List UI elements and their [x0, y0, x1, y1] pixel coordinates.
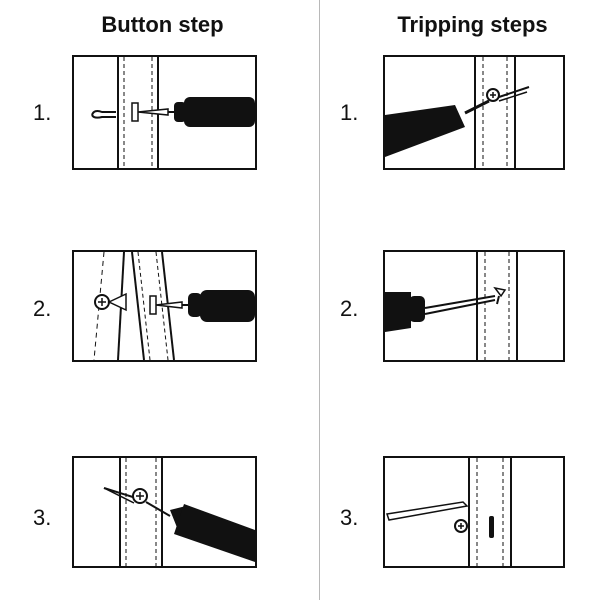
button-step-3-panel [72, 456, 257, 568]
screwdriver-icon [385, 292, 496, 332]
step-number-right-2: 2. [340, 296, 359, 321]
placket-strip [474, 57, 516, 168]
screwdriver-icon [182, 290, 255, 322]
buttonhole [489, 516, 494, 538]
screwdriver-icon [385, 99, 490, 157]
pin-icon [149, 295, 183, 315]
tripping-step-2-panel [383, 250, 565, 362]
step-number-right-3: 3. [340, 505, 359, 530]
column-divider [319, 0, 320, 600]
button-icon [94, 292, 127, 312]
placket-strip [476, 252, 518, 360]
pin-icon [386, 501, 469, 521]
button-icon [103, 487, 171, 517]
screwdriver-icon [168, 97, 255, 127]
step-number-right-1: 1. [340, 100, 359, 125]
placket-strip [119, 458, 163, 566]
tripping-step-1-panel [383, 55, 565, 170]
column-title-button-step: Button step [101, 12, 224, 37]
button-icon [486, 86, 530, 102]
placket-strip [468, 458, 512, 566]
pin-icon [91, 102, 169, 122]
step-number-left-1: 1. [33, 100, 52, 125]
button-icon [454, 519, 468, 533]
screwdriver-icon [170, 504, 255, 562]
button-step-1-panel [72, 55, 257, 170]
step-number-left-2: 2. [33, 296, 52, 321]
tripping-step-3-panel [383, 456, 565, 568]
step-number-left-3: 3. [33, 505, 52, 530]
button-step-2-panel [72, 250, 257, 362]
pin-icon [493, 286, 507, 305]
column-title-tripping-steps: Tripping steps [397, 12, 548, 37]
